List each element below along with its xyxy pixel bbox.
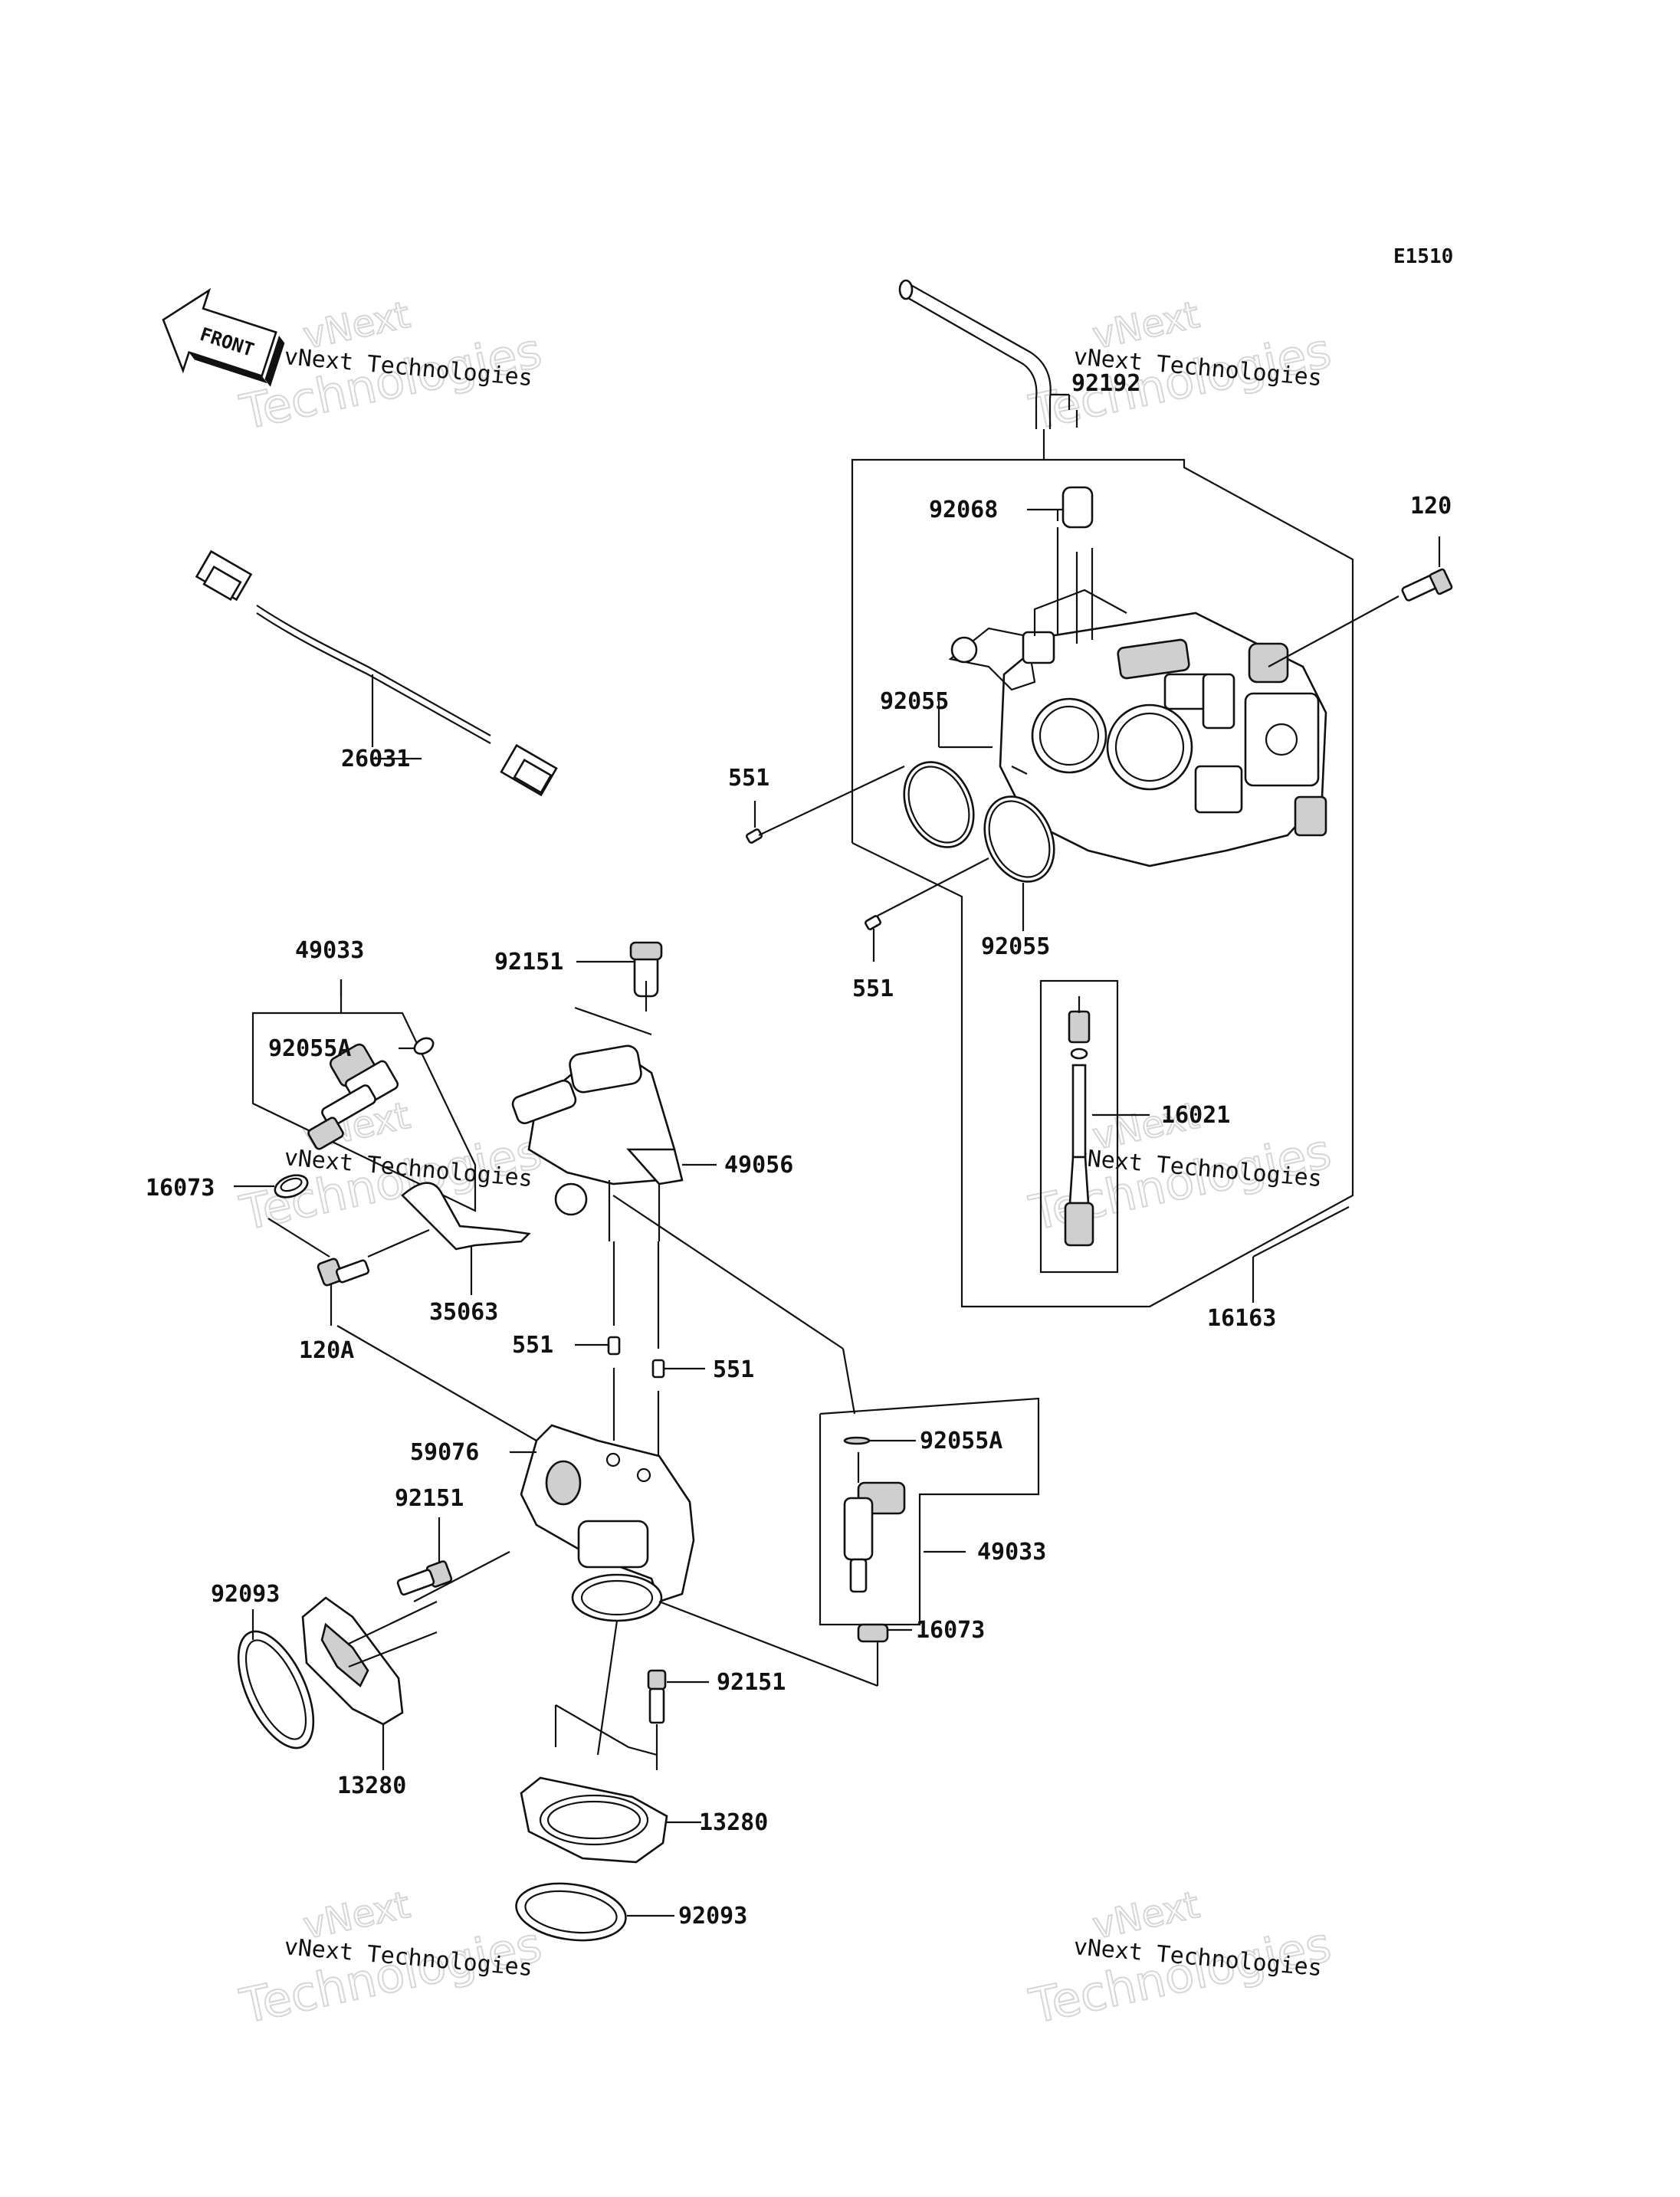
delivery-pipe-49056 xyxy=(511,941,717,1241)
dowel-pin-551-b xyxy=(865,857,989,962)
seal-16073-low xyxy=(857,1623,912,1686)
screw-92151-low xyxy=(647,1669,709,1770)
watermark-bottom-left: vNext Technologies vNext Technologies xyxy=(235,1883,547,2035)
breather-hose-92192 xyxy=(898,279,1071,460)
dowel-pin-551-c xyxy=(575,1241,621,1441)
label-13280-left: 13280 xyxy=(337,1772,406,1799)
watermark-top-right: vNext Technologies vNext Technologies xyxy=(1024,293,1337,441)
injector-assembly-49033-low xyxy=(612,1195,1040,1626)
label-551-c: 551 xyxy=(512,1332,553,1359)
watermark-bottom-right: vNext Technologies vNext Technologies xyxy=(1024,1883,1337,2035)
injector-assembly-49033-top xyxy=(251,979,477,1212)
front-arrow-shape xyxy=(162,287,277,378)
screw-120A xyxy=(267,1218,370,1326)
label-92151-low: 92151 xyxy=(717,1669,786,1696)
label-551-b: 551 xyxy=(852,976,894,1002)
label-92055A-low: 92055A xyxy=(920,1428,1002,1454)
label-551-a: 551 xyxy=(728,765,769,792)
label-120A: 120A xyxy=(299,1337,354,1364)
front-direction-arrow: FRONT xyxy=(162,287,285,387)
label-16163: 16163 xyxy=(1207,1305,1276,1332)
label-16073-low: 16073 xyxy=(916,1617,985,1644)
plate-13280-right xyxy=(520,1620,701,1864)
dowel-pin-551-d xyxy=(651,1241,705,1456)
leader-16163-b xyxy=(1252,1206,1350,1258)
label-92192: 92192 xyxy=(1071,370,1140,397)
bracket-35063 xyxy=(367,1182,531,1295)
o-ring-92055-a xyxy=(903,701,993,848)
label-92151-mid: 92151 xyxy=(395,1485,464,1512)
label-49056: 49056 xyxy=(724,1152,793,1179)
label-92055-b: 92055 xyxy=(981,933,1050,960)
label-92055-a: 92055 xyxy=(880,688,949,715)
label-16021: 16021 xyxy=(1161,1102,1230,1129)
screw-120 xyxy=(1268,536,1453,667)
leader-lines xyxy=(340,410,1078,1050)
throttle-body-main xyxy=(948,548,1327,867)
label-92093-right: 92093 xyxy=(678,1903,747,1930)
part-labels: 92192 92068 120 92055 551 26031 92055 55… xyxy=(146,370,1452,1930)
label-26031: 26031 xyxy=(341,746,410,772)
screw-92151-mid xyxy=(396,1517,510,1602)
gasket-92093-right xyxy=(515,1882,674,1942)
label-92093-left: 92093 xyxy=(211,1581,280,1608)
diagram-code: E1510 xyxy=(1393,245,1453,268)
label-49033-top: 49033 xyxy=(295,937,364,964)
wire-harness-26031 xyxy=(195,549,558,797)
label-35063: 35063 xyxy=(429,1299,498,1326)
plate-13280-left xyxy=(301,1596,438,1770)
watermark-mid-left: vNext Technologies vNext Technologies xyxy=(235,1094,547,1242)
label-92055A-top: 92055A xyxy=(268,1035,351,1062)
watermark-top-left: vNext Technologies vNext Technologies xyxy=(235,293,547,441)
label-13280-right: 13280 xyxy=(699,1809,768,1836)
o-ring-92055-b xyxy=(983,795,1055,931)
label-49033-low: 49033 xyxy=(977,1539,1046,1566)
dowel-pin-551-a xyxy=(746,766,905,844)
seal-16073-left xyxy=(234,1174,309,1199)
throttle-body-59076 xyxy=(336,1325,878,1687)
gasket-92093-left xyxy=(237,1609,315,1749)
label-92068: 92068 xyxy=(929,497,998,523)
label-92151-top: 92151 xyxy=(494,949,563,976)
label-59076: 59076 xyxy=(410,1439,479,1466)
label-551-d: 551 xyxy=(713,1356,754,1383)
cap-92068 xyxy=(1027,486,1094,636)
plunger-16021 xyxy=(1039,979,1150,1274)
label-16073-left: 16073 xyxy=(146,1175,215,1202)
label-120: 120 xyxy=(1410,493,1452,520)
throttle-assembly-outline xyxy=(851,458,1354,1308)
